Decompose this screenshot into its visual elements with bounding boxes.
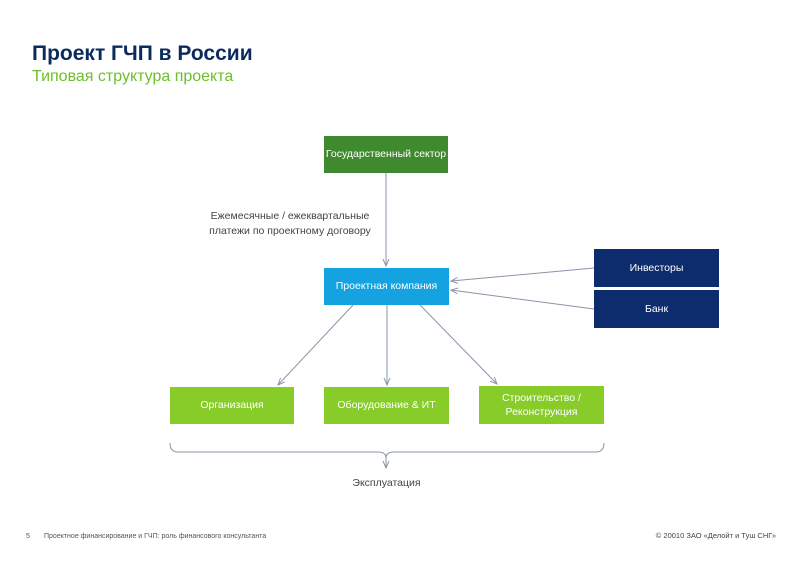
gov-sector-box: Государственный сектор [324,136,448,173]
construction-box: Строительство / Реконструкция [479,386,604,424]
page-number: 5 [26,533,30,540]
bank-box: Банк [594,290,719,328]
organization-box: Организация [170,387,294,424]
project-company-box: Проектная компания [324,268,449,305]
investors-box: Инвесторы [594,249,719,287]
footer-title: Проектное финансирование и ГЧП: роль фин… [44,533,267,540]
payments-label: Ежемесячные / ежеквартальные платежи по … [209,210,371,237]
page-subtitle: Типовая структура проекта [32,68,234,85]
arrow-investors-to-project [451,267,595,281]
footer-copyright: © 20010 ЗАО «Делойт и Туш СНГ» [655,531,776,540]
operation-brace [169,442,605,459]
page-title: Проект ГЧП в России [32,42,253,65]
arrow-project-to-construction [419,304,497,384]
arrow-bank-to-project [451,290,595,310]
equipment-box: Оборудование & ИТ [324,387,449,424]
arrow-project-to-org [278,304,354,385]
operation-label: Эксплуатация [352,477,421,489]
